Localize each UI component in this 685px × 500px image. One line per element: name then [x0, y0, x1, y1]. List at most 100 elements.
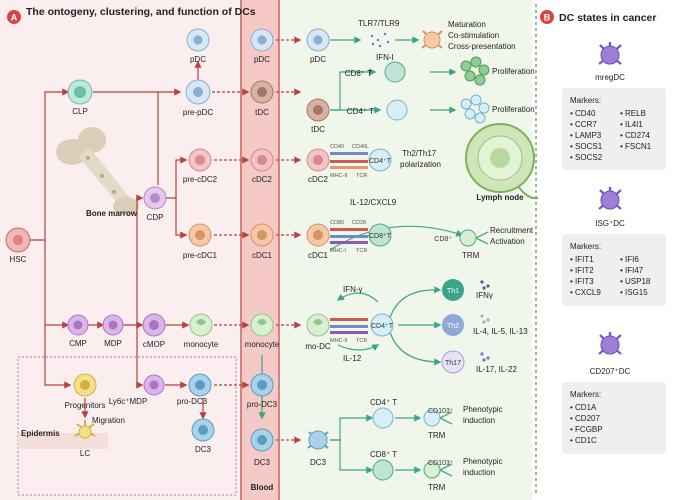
mo-dc-label: mo-DC: [305, 342, 331, 351]
cd8t-dc3-label: CD8⁺ T: [370, 450, 397, 459]
tissue-region: [280, 0, 532, 500]
ifng-label: IFNγ: [476, 291, 493, 300]
cd4t-prolif-label: CD4⁺ T: [347, 107, 374, 116]
activation-label: Activation: [490, 237, 525, 246]
cell-cd4t-cdc2: [368, 148, 392, 172]
isgdc-marker-box: [562, 234, 666, 306]
cd207dc-marker-box: [562, 382, 666, 454]
trm-cd8b-label: TRM: [428, 483, 446, 492]
panel-a-title: The ontogeny, clustering, and function o…: [26, 6, 256, 18]
migration-label: Migration: [92, 416, 125, 425]
cd207dc-marker: • CD1A: [570, 403, 597, 412]
panel-a-badge: [7, 10, 21, 24]
cell-monocyte-bm: [189, 313, 213, 337]
lc-label: LC: [80, 449, 90, 458]
th2-label: Th2: [447, 323, 459, 330]
cd8-plain-label: CD8⁺: [434, 236, 452, 243]
function-arrows: [258, 36, 464, 474]
panel-b-badge: [540, 10, 554, 24]
cd28-label: CD28: [352, 220, 366, 226]
cell-clp: [67, 79, 93, 105]
cd4t-cdc2-label: CD4⁺T: [369, 158, 392, 165]
cell-cd8t-dc3: [372, 459, 394, 481]
isgdc-marker: • IFIT3: [570, 277, 594, 286]
cmop-label: cMOP: [143, 340, 165, 349]
pre-cdc2-label: pre-cDC2: [183, 175, 218, 184]
cell-cd4t-dc3: [372, 407, 394, 429]
cd103-cd8-label: CD103⁺: [428, 460, 454, 467]
mhc2-modc-label: MHC-II: [330, 338, 348, 344]
il17-particles: [480, 352, 490, 362]
panel-b-badge-letter: B: [544, 13, 551, 23]
mregdc-name: mregDC: [595, 73, 625, 82]
il12cxcl9-label: IL-12/CXCL9: [350, 198, 397, 207]
cell-cd103-trm-cd8: [423, 461, 453, 479]
bone-marrow-label: Bone marrow: [86, 209, 138, 218]
ly6c-mdp-label: Ly6c⁺MDP: [109, 397, 148, 406]
cell-dc3-blood: [250, 428, 274, 452]
mregdc-marker: • IL4I1: [620, 120, 643, 129]
phenotypic-cd8-label: Phenotypic: [463, 457, 503, 466]
isgdc-marker: • ISG15: [620, 288, 648, 297]
pro-dc3-bm-label: pro-DC3: [177, 397, 208, 406]
cell-cd8t-cdc1: [368, 223, 392, 247]
cd207dc-name: CD207⁺DC: [590, 367, 631, 376]
isgdc-name: ISG⁺DC: [595, 219, 625, 228]
cdp-label: CDP: [147, 213, 164, 222]
cd4t-dc3-label: CD4⁺ T: [370, 398, 397, 407]
pre-cdc1-label: pre-cDC1: [183, 251, 218, 260]
cd4t-modc-label: CD4⁺T: [371, 323, 394, 330]
mregdc-marker: • FSCN1: [620, 142, 652, 151]
induction-cd4-label: induction: [463, 416, 495, 425]
panel-a-badge-letter: A: [11, 13, 18, 23]
mhc1-label: MHC-I: [330, 248, 346, 254]
ifn1-particles: [370, 32, 390, 48]
cell-monocyte-blood: [250, 313, 274, 337]
cell-pdc-bm: [186, 28, 210, 52]
clp-label: CLP: [72, 107, 88, 116]
cdc1-tissue-label: cDC1: [308, 251, 329, 260]
epidermis-box: [17, 356, 237, 496]
isgdc-marker: • IFI47: [620, 266, 644, 275]
cd207dc-markers-label: Markers:: [570, 390, 601, 399]
cd8-cluster: [460, 56, 490, 86]
blood-vessel-region: [240, 0, 280, 500]
induction-cd8-label: induction: [463, 468, 495, 477]
cell-cd8-trm: [459, 229, 489, 247]
cd40l-label: CD40L: [352, 144, 369, 150]
lymph-node-label: Lymph node: [476, 193, 524, 202]
cmp-label: CMP: [69, 339, 87, 348]
ifng-particles: [480, 280, 490, 290]
cell-tdc-tissue: [306, 98, 330, 122]
crosspres-label: Cross-presentation: [448, 42, 516, 51]
isgdc-marker: • IFIT1: [570, 255, 594, 264]
cell-mdp: [102, 314, 124, 336]
mregdc-marker: • SOCS1: [570, 142, 603, 151]
cell-dc3-bm: [191, 418, 215, 442]
tlr-label: TLR7/TLR9: [358, 19, 400, 28]
mdp-label: MDP: [104, 339, 122, 348]
cell-cd4t-prolif: [386, 99, 408, 121]
mregdc-marker: • RELB: [620, 109, 646, 118]
cell-pdc-blood: [250, 28, 274, 52]
cd80-label: CD80: [330, 220, 344, 226]
isgdc-cell: [598, 187, 622, 210]
cd207dc-cell: [598, 332, 622, 355]
cell-cdc1-tissue: [306, 223, 330, 247]
blood-label: Blood: [251, 483, 274, 492]
epidermis-label: Epidermis: [21, 429, 60, 438]
polarization-label: polarization: [400, 160, 441, 169]
il4-label: IL-4, IL-5, IL-13: [473, 327, 528, 336]
mregdc-marker: • CD40: [570, 109, 596, 118]
mregdc-marker: • LAMP3: [570, 131, 602, 140]
progenitors-label: Progenitors: [65, 401, 106, 410]
cell-hsc: [5, 227, 31, 253]
trm-cd4-label: TRM: [428, 431, 446, 440]
cell-mature-dc: [421, 30, 443, 49]
pro-dc3-blood-label: pro-DC3: [247, 400, 278, 409]
bone-illustration: [56, 127, 139, 215]
tcr-cdc2-label: TCR: [356, 173, 367, 179]
lymph-node: [465, 123, 539, 200]
cell-cd8t-prolif: [384, 61, 406, 83]
